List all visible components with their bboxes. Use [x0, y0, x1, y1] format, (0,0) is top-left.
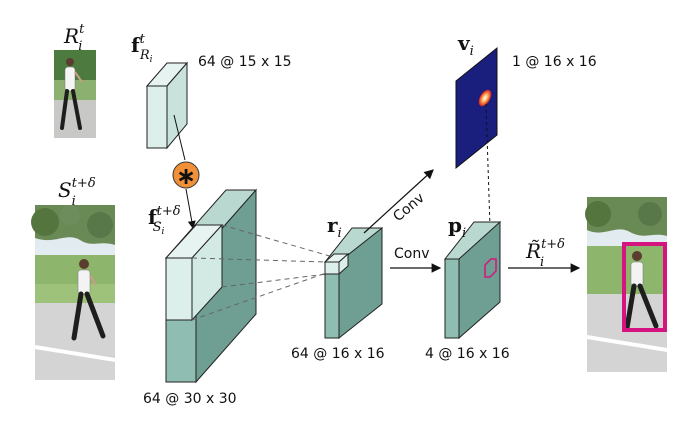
p-label: pi [448, 213, 466, 241]
p-dims: 4 @ 16 x 16 [425, 346, 510, 362]
projection-lines [191, 224, 344, 321]
walking-person-icon [624, 251, 659, 331]
search-feature-dims: 64 @ 30 x 30 [143, 391, 237, 407]
reference-patch-image [54, 50, 96, 138]
ref-to-corr-line [173, 114, 186, 161]
asterisk-in-circle-icon: ∗ [172, 161, 200, 190]
walking-person-icon [71, 259, 106, 341]
r-feature-block [323, 226, 384, 340]
reference-feature-block [145, 61, 189, 150]
v-label: vi [457, 31, 474, 59]
r-dims: 64 @ 16 x 16 [291, 346, 385, 362]
svg-text:∗: ∗ [176, 162, 196, 190]
predicted-bounding-box [622, 242, 667, 332]
output-result-image [585, 197, 667, 372]
conv-upper-arrow [363, 169, 434, 234]
r-label: ri [327, 213, 342, 241]
v-heatmap-map [455, 46, 498, 170]
corr-to-search-arrow [185, 188, 196, 229]
conv-upper-label: Conv [390, 190, 427, 225]
p-feature-block [443, 220, 502, 340]
ref-feature-dims: 64 @ 15 x 15 [198, 54, 292, 70]
search-feature-block [164, 188, 258, 384]
v-dims: 1 @ 16 x 16 [512, 54, 597, 70]
walking-person-icon [60, 58, 83, 130]
conv-lower-label: Conv [394, 246, 430, 262]
search-patch-image [31, 205, 115, 380]
